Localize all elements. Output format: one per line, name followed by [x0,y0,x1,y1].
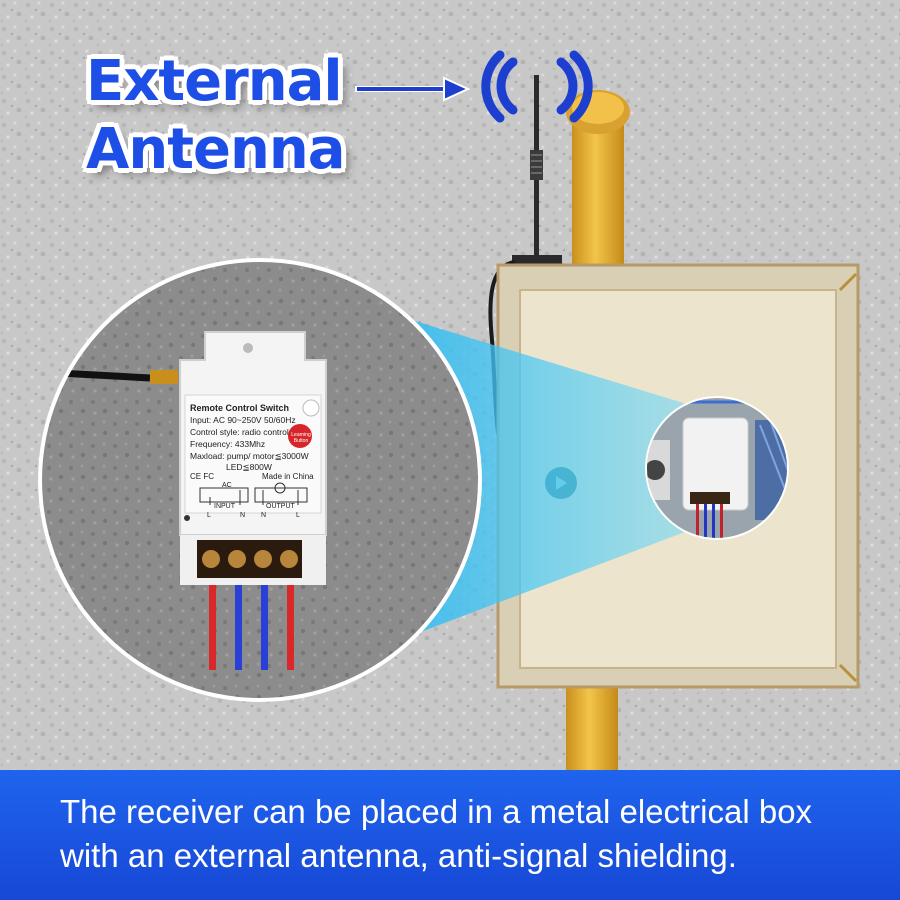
antenna-icon [488,75,563,446]
made-in-label: Made in China [262,472,314,481]
device-maxload: Maxload: pump/ motor≦3000W [190,451,309,461]
caption-line-1: The receiver can be placed in a metal el… [60,793,813,830]
headline-line-1: External [86,49,343,114]
learning-button-label: Learning Button [291,432,311,444]
device-input-spec: Input: AC 90~250V 50/60Hz [190,415,296,425]
terminal-l2: L [296,512,300,519]
gas-pipe [566,90,630,770]
device-led: LED≦800W [226,462,272,472]
output-label: OUTPUT [266,503,295,510]
device-title: Remote Control Switch [190,403,290,413]
headline-line-2: Antenna [86,117,345,182]
arrow-right-icon [355,76,471,102]
device-frequency: Frequency: 433Mhz [190,439,266,449]
device-control-style: Control style: radio control [190,427,289,437]
terminal-n1: N [240,512,246,519]
caption-line-2: with an external antenna, anti-signal sh… [60,837,737,874]
ac-label: AC [222,482,232,489]
terminal-l1: L [207,512,211,519]
caption-banner: The receiver can be placed in a metal el… [0,770,900,900]
caption-text: The receiver can be placed in a metal el… [60,790,880,878]
headline: External Antenna [86,48,386,184]
input-label: INPUT [214,503,235,510]
cert-marks: CE FC [190,472,214,481]
magnified-receiver [38,258,482,702]
terminal-n2: N [261,512,267,519]
signal-waves-icon [481,50,593,123]
